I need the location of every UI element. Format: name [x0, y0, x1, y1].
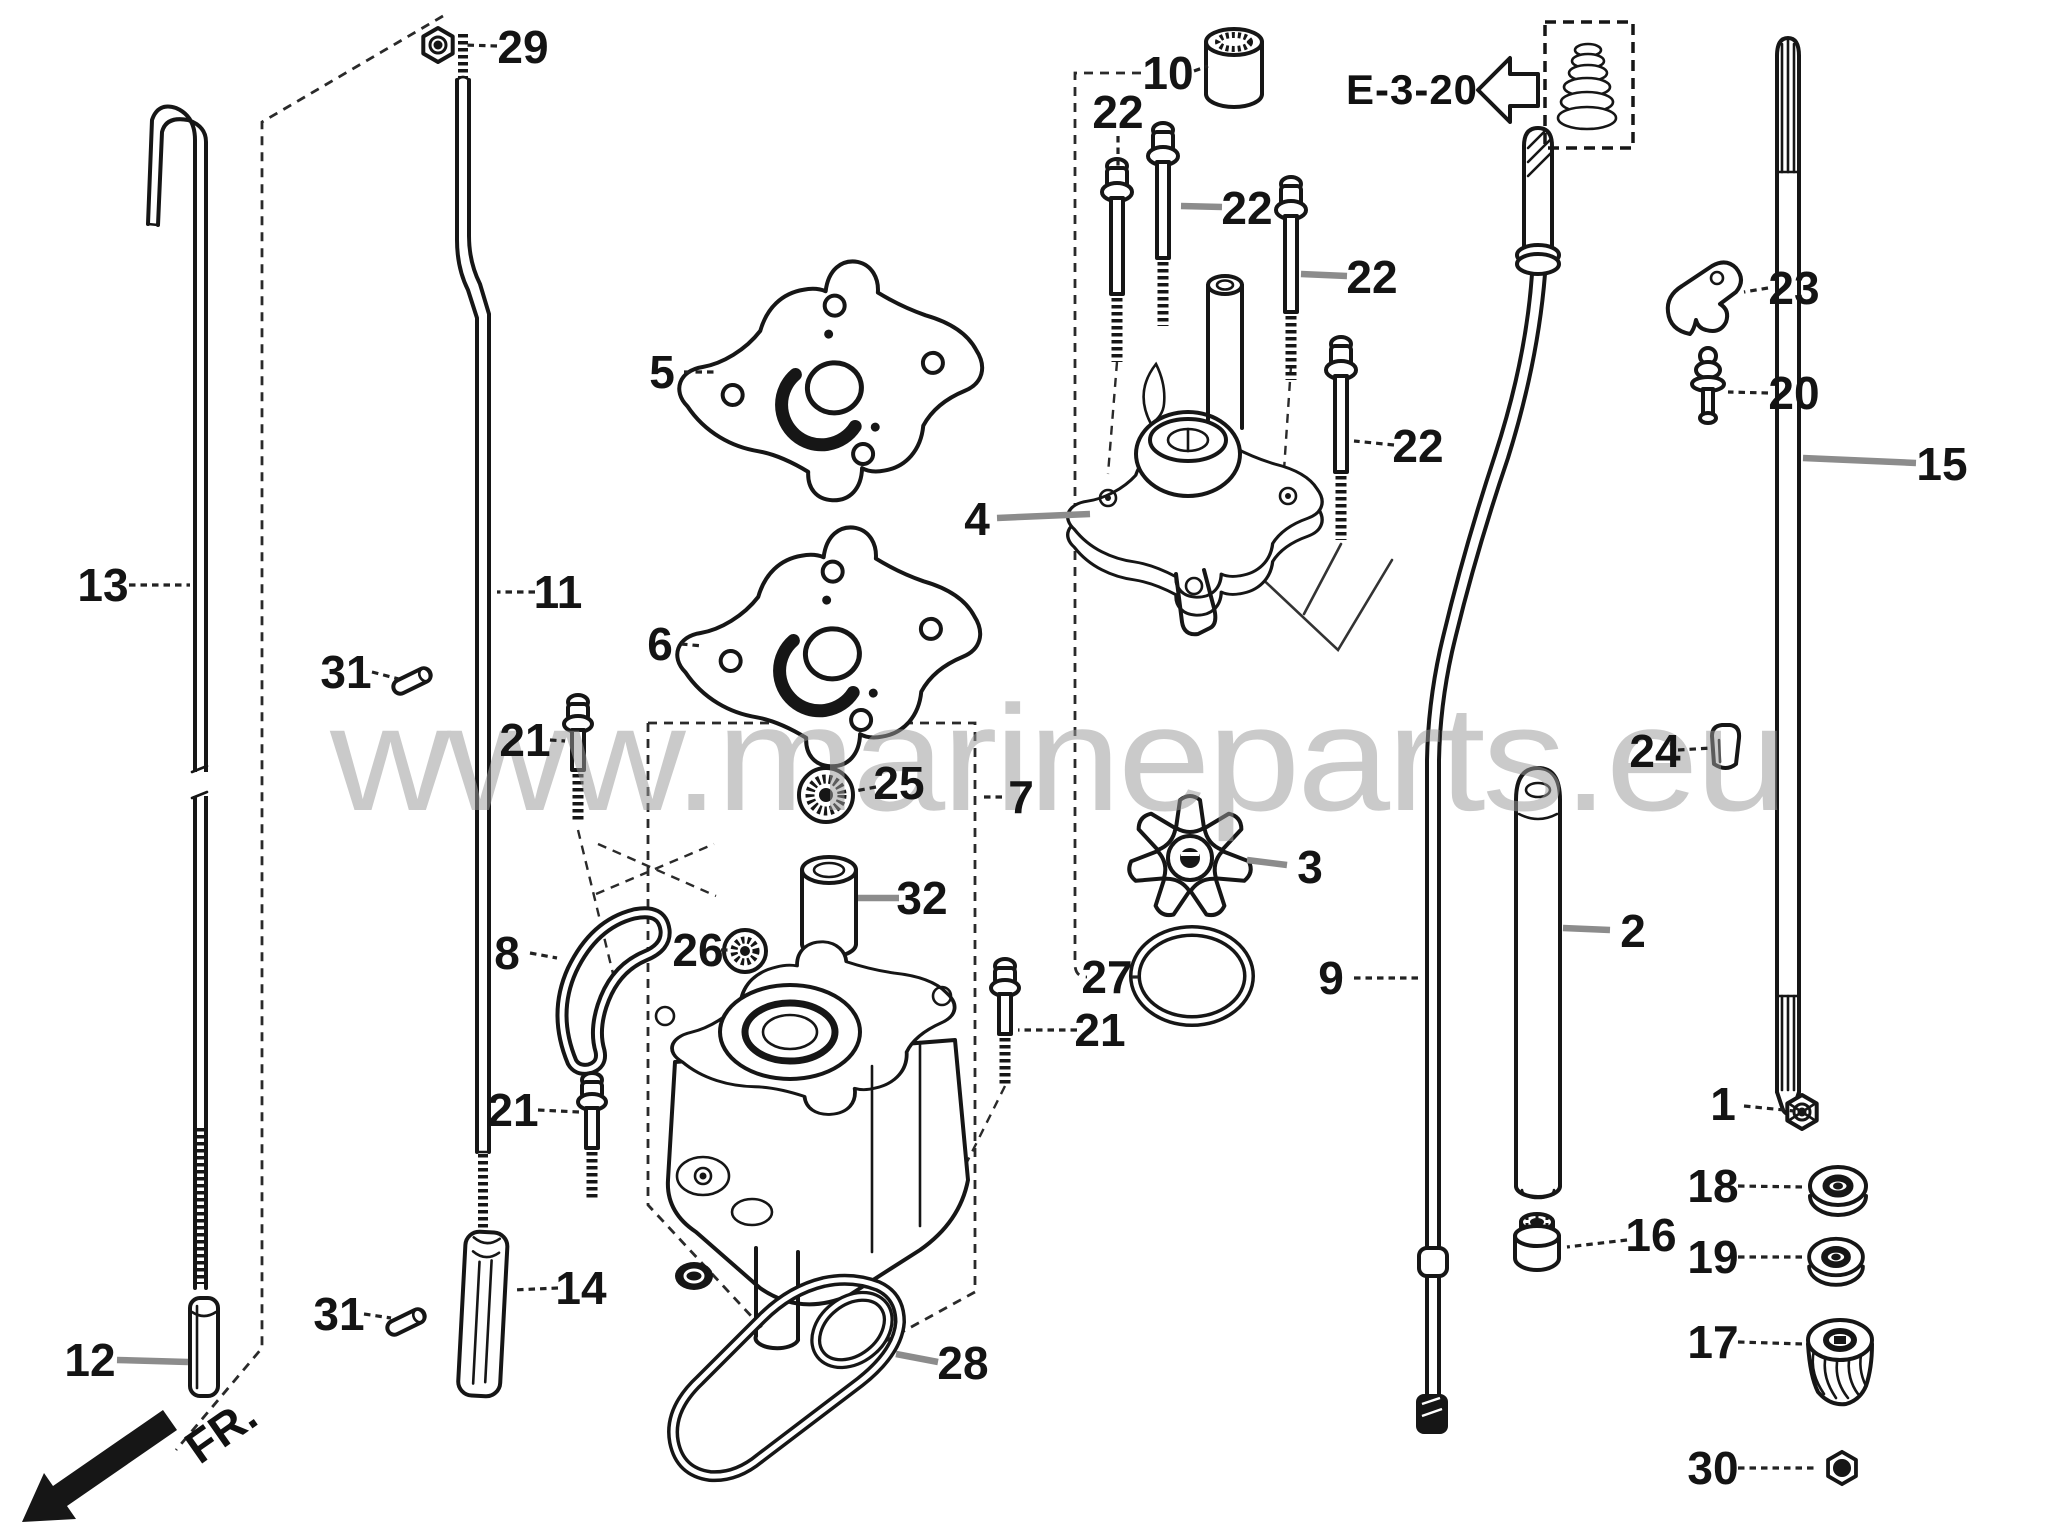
part-11-vertical-rod: [455, 34, 491, 1240]
leader-part-24-18: [1677, 746, 1713, 752]
part-31-dowel-pin-upper: [391, 666, 433, 696]
leader-part-28-36: [895, 1350, 939, 1366]
part-26-mount-rubber: [722, 928, 768, 974]
callout-part-18-29: 18: [1687, 1160, 1738, 1212]
callout-part-20-7: 20: [1768, 367, 1819, 419]
callout-part-19-31: 19: [1687, 1231, 1738, 1283]
leader-part-3-20: [1246, 856, 1288, 869]
part-7-pump-base-assembly: [647, 921, 981, 1351]
leader-part-6-13: [680, 642, 704, 648]
leader-part-16-30: [1566, 1238, 1628, 1249]
leader-part-22-3: [1180, 202, 1223, 211]
callout-part-28-36: 28: [937, 1337, 988, 1389]
callout-part-22-3: 22: [1221, 182, 1272, 234]
part-14-rubber-sleeve: [456, 1229, 510, 1399]
callout-part-22-5: 22: [1392, 420, 1443, 472]
callout-part-27-23: 27: [1081, 951, 1132, 1003]
part-29-lock-nut: [421, 26, 455, 64]
part-6-pump-gasket: [667, 516, 991, 779]
callout-part-11-12: 11: [534, 566, 583, 618]
callout-part-30-37: 30: [1687, 1442, 1738, 1494]
leader-part-4-10: [996, 510, 1091, 522]
part-24-clip: [1710, 723, 1742, 770]
callout-part-29-0: 29: [497, 21, 548, 73]
callout-part-5-9: 5: [649, 346, 675, 398]
left-arrow-icon: [1476, 56, 1540, 124]
leader-part-31-35: [363, 1312, 392, 1320]
leader-part-8-24: [529, 951, 558, 960]
callout-part-23-6: 23: [1768, 262, 1819, 314]
reference-code-label: E-3-20: [1346, 66, 1478, 113]
part-9-shift-rod: [1416, 126, 1561, 1434]
leader-part-22-4: [1300, 270, 1348, 280]
callout-part-21-27: 21: [487, 1084, 538, 1136]
part-4-pump-cover: [1059, 274, 1331, 637]
callout-part-14-32: 14: [555, 1262, 607, 1314]
callout-part-9-19: 9: [1318, 952, 1344, 1004]
callout-part-10-1: 10: [1142, 47, 1193, 99]
part-25-mount-rubber: [797, 766, 855, 824]
part-30-lock-nut: [1826, 1449, 1858, 1487]
leader-part-25-16: [854, 785, 877, 793]
callout-part-6-13: 6: [647, 618, 673, 670]
part-grommet-reference: [1556, 42, 1618, 131]
callout-part-24-18: 24: [1629, 725, 1681, 777]
part-2-water-tube: [1514, 766, 1562, 1200]
part-16-tube-seal: [1513, 1212, 1561, 1272]
fr-arrow-icon: [22, 1410, 177, 1522]
leader-part-23-6: [1743, 286, 1769, 294]
leader-part-2-22: [1562, 924, 1611, 934]
callout-part-16-30: 16: [1625, 1209, 1676, 1261]
callout-part-3-20: 3: [1297, 841, 1323, 893]
watermark: www.marineparts.eu: [329, 674, 1785, 842]
leader-part-1-28: [1743, 1104, 1795, 1113]
leader-part-10-1: [1193, 64, 1209, 73]
callout-part-13-11: 13: [77, 559, 128, 611]
part-1-castle-nut: [1785, 1093, 1819, 1131]
part-12-bush-tube: [188, 1296, 220, 1398]
callout-part-22-2: 22: [1092, 86, 1143, 138]
callout-part-4-10: 4: [964, 493, 990, 545]
part-13-vertical-rod: [146, 104, 209, 1290]
callout-part-17-33: 17: [1687, 1316, 1738, 1368]
callout-part-8-24: 8: [494, 927, 520, 979]
leader-part-29-0: [463, 43, 498, 48]
part-28-base-gasket: [667, 1273, 906, 1483]
leader-part-15-8: [1802, 454, 1917, 467]
callout-part-26-25: 26: [672, 924, 723, 976]
callout-part-32-21: 32: [896, 872, 947, 924]
part-23-fork-clip: [1665, 260, 1743, 336]
reference-e-3-20: E-3-20: [1346, 20, 1635, 150]
leader-part-21-15: [549, 738, 566, 743]
part-3-impeller: [1124, 794, 1256, 920]
part-5-pump-plate: [669, 250, 993, 513]
callout-part-12-34: 12: [64, 1334, 115, 1386]
callout-part-25-16: 25: [873, 757, 924, 809]
part-17-pinion-gear: [1806, 1318, 1874, 1407]
part-8-hook: [555, 906, 672, 1076]
part-10-water-tube-seal: [1204, 27, 1264, 109]
part-20-pivot-bolt: [1690, 346, 1726, 425]
leader-part-12-34: [116, 1356, 189, 1366]
part-15-vertical-shaft: [1775, 36, 1801, 1116]
callout-part-21-15: 21: [499, 714, 550, 766]
callout-part-7-17: 7: [1008, 771, 1034, 823]
callout-part-2-22: 2: [1620, 905, 1646, 957]
callout-part-21-26: 21: [1074, 1004, 1125, 1056]
callout-part-22-4: 22: [1346, 251, 1397, 303]
leader-part-14-32: [512, 1286, 559, 1292]
callout-part-31-14: 31: [320, 646, 371, 698]
leader-part-31-14: [371, 670, 400, 681]
callout-part-31-35: 31: [313, 1288, 364, 1340]
part-32-distance-collar: [800, 855, 858, 959]
callout-part-1-28: 1: [1710, 1078, 1736, 1130]
callout-part-15-8: 15: [1916, 438, 1967, 490]
part-31-dowel-pin-lower: [385, 1307, 427, 1337]
